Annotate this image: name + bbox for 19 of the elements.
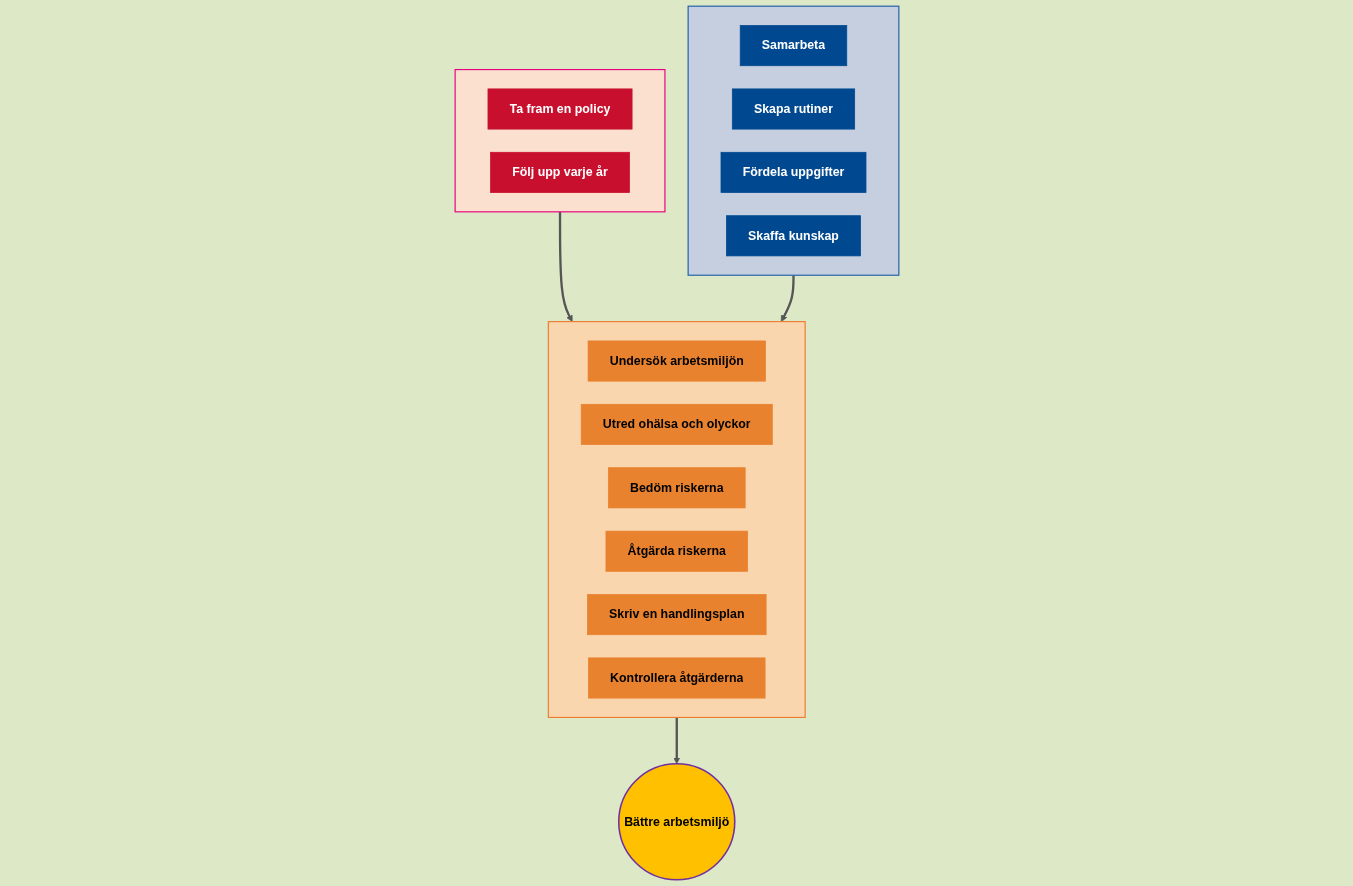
node-box: Ta fram en policy [487, 88, 632, 130]
node-circle: Bättre arbetsmiljö [617, 763, 736, 881]
node-box: Fördela uppgifter [720, 151, 866, 193]
node-box: Undersök arbetsmiljön [587, 340, 766, 382]
cluster [547, 321, 806, 718]
cluster [687, 5, 899, 276]
node-box: Bedöm riskerna [607, 467, 746, 509]
node-box: Kontrollera åtgärderna [587, 657, 765, 699]
arrow [780, 275, 795, 322]
arrow [558, 211, 573, 322]
arrow [672, 717, 680, 765]
node-box: Skriv en handlingsplan [586, 594, 766, 636]
cluster [454, 69, 666, 213]
node-box: Åtgärda riskerna [605, 530, 748, 572]
node-box: Samarbeta [739, 25, 847, 67]
node-box: Utred ohälsa och olyckor [580, 403, 773, 445]
node-box: Följ upp varje år [489, 151, 630, 193]
node-box: Skapa rutiner [731, 88, 855, 130]
node-box: Skaffa kunskap [725, 215, 861, 257]
